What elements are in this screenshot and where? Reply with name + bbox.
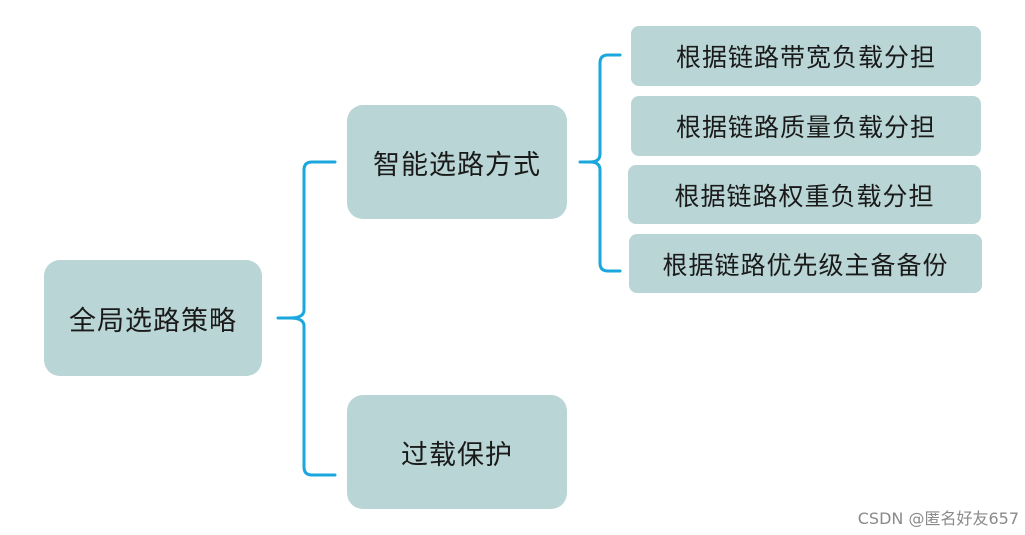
leaf-node-label: 根据链路质量负载分担	[675, 113, 936, 142]
branch-bracket	[578, 53, 622, 273]
leaf-node-priority: 根据链路优先级主备备份	[629, 234, 982, 293]
leaf-node-label: 根据链路权重负载分担	[674, 181, 935, 211]
branch-node-overload-protection: 过载保护	[347, 395, 567, 509]
leaf-node-bandwidth: 根据链路带宽负载分担	[631, 26, 981, 86]
leaf-node-label: 根据链路优先级主备备份	[662, 250, 949, 280]
root-bracket	[276, 160, 337, 477]
leaf-node-quality: 根据链路质量负载分担	[631, 96, 981, 156]
watermark: CSDN @匿名好友657	[857, 509, 1019, 528]
leaf-node-weight: 根据链路权重负载分担	[628, 165, 981, 224]
root-node-label: 全局选路策略	[69, 305, 237, 337]
root-node: 全局选路策略	[44, 260, 262, 376]
leaf-node-label: 根据链路带宽负载分担	[675, 43, 936, 72]
branch-node-label: 智能选路方式	[373, 149, 541, 181]
branch-node-label: 过载保护	[401, 439, 513, 471]
branch-node-smart-routing: 智能选路方式	[347, 105, 567, 219]
